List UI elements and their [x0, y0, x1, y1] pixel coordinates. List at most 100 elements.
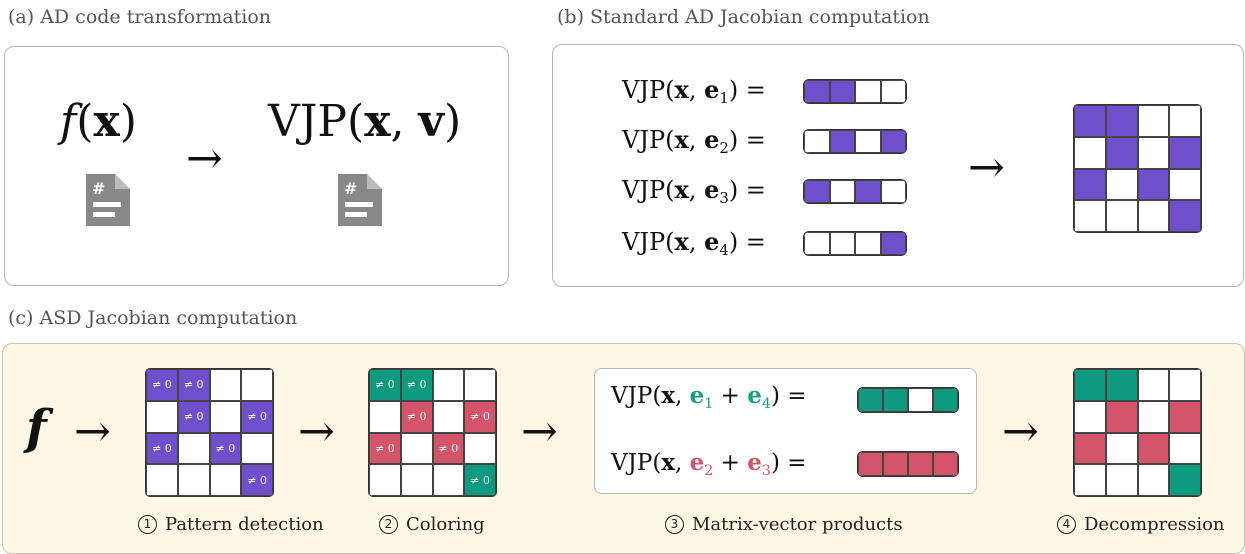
- decompressed-cell: [1137, 432, 1170, 465]
- vector-cell: [829, 232, 855, 255]
- vector-cell: [933, 452, 958, 476]
- jacobian-cell: [1105, 136, 1138, 169]
- vector-cell: [804, 180, 830, 203]
- decompressed-cell: [1169, 369, 1201, 401]
- jacobian-cell: [1105, 200, 1138, 232]
- decompressed-cell: [1105, 432, 1138, 465]
- colored-cell: ≠ 0: [464, 400, 496, 433]
- colored-cell: [400, 464, 433, 496]
- colored-cell: ≠ 0: [400, 400, 433, 433]
- vector-cell: [880, 130, 906, 153]
- f-of-x-label: f(x): [60, 96, 137, 147]
- pattern-cell: [209, 464, 242, 496]
- colored-cell: ≠ 0: [432, 432, 465, 465]
- vjp-row-vector: [803, 231, 907, 256]
- decompressed-cell: [1074, 464, 1106, 496]
- decompressed-cell: [1105, 464, 1138, 496]
- pattern-cell: ≠ 0: [146, 369, 178, 401]
- colored-cell: [432, 464, 465, 496]
- vjp-row-vector: [803, 179, 907, 204]
- jacobian-cell: [1105, 105, 1138, 137]
- vjp-row-label: VJP(x, e3) =: [622, 175, 766, 208]
- vector-cell: [858, 388, 883, 412]
- vector-cell: [804, 80, 830, 103]
- decompressed-cell: [1169, 400, 1201, 433]
- pattern-cell: [241, 432, 273, 465]
- pattern-cell: [177, 432, 210, 465]
- vjp-row-label: VJP(x, e2) =: [622, 125, 766, 158]
- arrow-1: →: [74, 406, 111, 457]
- caption-b: (b) Standard AD Jacobian computation: [557, 6, 930, 28]
- vector-cell: [858, 452, 883, 476]
- jacobian-cell: [1074, 168, 1106, 201]
- vector-cell: [855, 80, 881, 103]
- colored-cell: [464, 432, 496, 465]
- vector-cell: [855, 232, 881, 255]
- vector-cell: [908, 452, 933, 476]
- vector-cell: [829, 80, 855, 103]
- colored-cell: ≠ 0: [369, 369, 401, 401]
- compressed-vector-red: [857, 451, 959, 477]
- panel-a: [4, 46, 509, 286]
- decompressed-cell: [1074, 400, 1106, 433]
- jacobian-cell: [1137, 105, 1170, 137]
- vjp-row-label: VJP(x, e1) =: [622, 75, 766, 108]
- decompressed-cell: [1169, 464, 1201, 496]
- vector-cell: [908, 388, 933, 412]
- f-label: f: [26, 400, 47, 456]
- pattern-cell: ≠ 0: [177, 400, 210, 433]
- jacobian-matrix: [1073, 104, 1202, 233]
- jacobian-cell: [1169, 136, 1201, 169]
- jacobian-cell: [1169, 200, 1201, 232]
- caption-a: (a) AD code transformation: [8, 6, 272, 28]
- svg-text:#: #: [344, 179, 357, 198]
- colored-cell: [369, 464, 401, 496]
- colored-cell: ≠ 0: [400, 369, 433, 401]
- vjp-x-v-label: VJP(x, v): [268, 96, 462, 147]
- jacobian-cell: [1137, 200, 1170, 232]
- svg-text:#: #: [92, 179, 105, 198]
- vector-cell: [855, 130, 881, 153]
- decompressed-cell: [1074, 369, 1106, 401]
- vector-cell: [880, 232, 906, 255]
- pattern-cell: [146, 464, 178, 496]
- hash-document-icon: #: [338, 174, 382, 226]
- jacobian-cell: [1137, 136, 1170, 169]
- arrow-3: →: [521, 406, 558, 457]
- colored-cell: [400, 432, 433, 465]
- decompressed-cell: [1074, 432, 1106, 465]
- decompressed-cell: [1105, 369, 1138, 401]
- vjp-row-label: VJP(x, e4) =: [622, 227, 766, 260]
- jacobian-cell: [1074, 200, 1106, 232]
- colored-cell: [369, 400, 401, 433]
- pattern-cell: ≠ 0: [241, 400, 273, 433]
- arrow-4: →: [1002, 406, 1039, 457]
- pattern-cell: ≠ 0: [177, 369, 210, 401]
- arrow-2: →: [298, 406, 335, 457]
- colored-cell: ≠ 0: [369, 432, 401, 465]
- decompressed-cell: [1137, 369, 1170, 401]
- decompressed-cell: [1105, 400, 1138, 433]
- vector-cell: [883, 452, 908, 476]
- colored-cell: [432, 369, 465, 401]
- vjp-e2-e3-label: VJP(x, e2 + e3) =: [611, 449, 807, 479]
- jacobian-cell: [1137, 168, 1170, 201]
- colored-pattern-matrix: ≠ 0≠ 0≠ 0≠ 0≠ 0≠ 0≠ 0: [368, 368, 497, 497]
- jacobian-cell: [1169, 105, 1201, 137]
- vjp-e1-e4-label: VJP(x, e1 + e4) =: [611, 382, 807, 412]
- pattern-cell: ≠ 0: [209, 432, 242, 465]
- decompressed-cell: [1137, 464, 1170, 496]
- vector-cell: [880, 80, 906, 103]
- assemble-arrow: →: [968, 142, 1005, 193]
- hash-document-icon: #: [86, 174, 130, 226]
- pattern-cell: [177, 464, 210, 496]
- sparsity-pattern-matrix: ≠ 0≠ 0≠ 0≠ 0≠ 0≠ 0≠ 0: [145, 368, 274, 497]
- jacobian-cell: [1105, 168, 1138, 201]
- vector-cell: [829, 180, 855, 203]
- vector-cell: [855, 180, 881, 203]
- jacobian-cell: [1169, 168, 1201, 201]
- vector-cell: [933, 388, 958, 412]
